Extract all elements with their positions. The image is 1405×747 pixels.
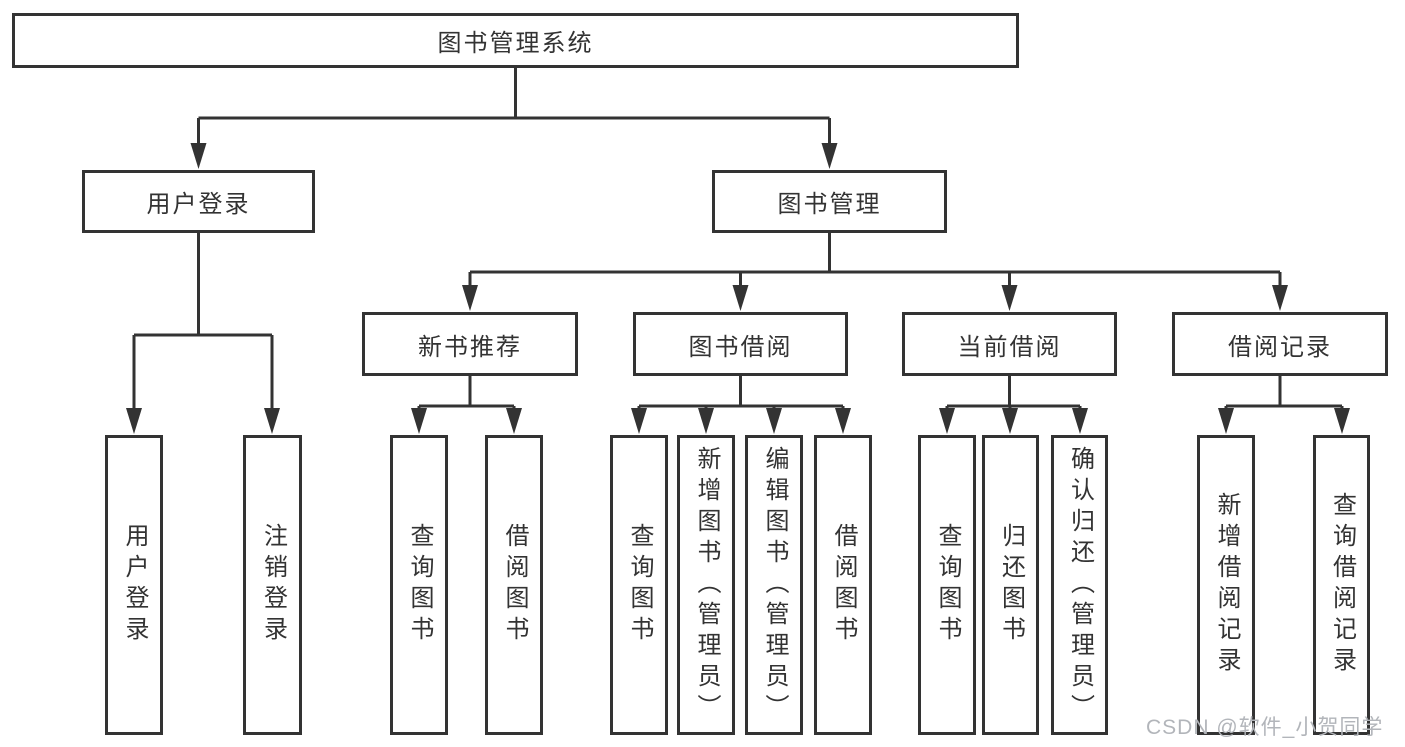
arrowhead-icon bbox=[698, 408, 714, 434]
connector-borrowing-split bbox=[637, 376, 845, 420]
arrowhead-icon bbox=[1272, 285, 1288, 311]
arrowhead-icon bbox=[462, 285, 478, 311]
arrowhead-icon bbox=[1002, 408, 1018, 434]
leaf-add-books-admin-label: 新增图书（管理员） bbox=[693, 445, 720, 725]
leaf-query-borrow-record-label: 查询借阅记录 bbox=[1328, 492, 1356, 678]
arrowhead-icon bbox=[732, 285, 749, 311]
leaf-query-books-current-label: 查询图书 bbox=[934, 523, 961, 647]
leaf-query-borrow-record: 查询借阅记录 bbox=[1313, 435, 1370, 735]
node-user-login: 用户登录 bbox=[82, 170, 315, 233]
node-borrowing-records: 借阅记录 bbox=[1172, 312, 1388, 376]
leaf-borrow-books-borrowing-label: 借阅图书 bbox=[830, 523, 857, 647]
arrowhead-icon bbox=[766, 408, 782, 434]
arrowhead-icon bbox=[835, 408, 851, 434]
leaf-edit-books-admin: 编辑图书（管理员） bbox=[745, 435, 803, 735]
leaf-borrow-books-recommend-label: 借阅图书 bbox=[501, 523, 528, 647]
leaf-user-login-label: 用户登录 bbox=[121, 523, 148, 647]
leaf-edit-books-admin-label: 编辑图书（管理员） bbox=[761, 445, 788, 725]
leaf-add-borrow-record-label: 新增借阅记录 bbox=[1213, 492, 1240, 678]
connector-user-login-split bbox=[132, 233, 274, 420]
arrowhead-icon bbox=[821, 143, 838, 169]
arrowhead-icon bbox=[190, 143, 207, 169]
connector-root-split bbox=[197, 68, 831, 155]
node-book-borrowing: 图书借阅 bbox=[633, 312, 848, 376]
leaf-query-books-borrowing: 查询图书 bbox=[610, 435, 668, 735]
node-current-borrowing: 当前借阅 bbox=[902, 312, 1117, 376]
arrowhead-group bbox=[126, 143, 1350, 434]
node-book-management: 图书管理 bbox=[712, 170, 947, 233]
leaf-return-books: 归还图书 bbox=[982, 435, 1039, 735]
node-new-book-recommendation: 新书推荐 bbox=[362, 312, 578, 376]
arrowhead-icon bbox=[506, 408, 522, 434]
arrowhead-icon bbox=[1072, 408, 1088, 434]
leaf-borrow-books-borrowing: 借阅图书 bbox=[814, 435, 872, 735]
connector-new-book-split bbox=[417, 376, 516, 420]
arrowhead-icon bbox=[1334, 408, 1350, 434]
arrowhead-icon bbox=[1218, 408, 1234, 434]
leaf-add-books-admin: 新增图书（管理员） bbox=[677, 435, 735, 735]
arrowhead-icon bbox=[411, 408, 427, 434]
leaf-query-books-recommend-label: 查询图书 bbox=[406, 523, 433, 647]
leaf-add-borrow-record: 新增借阅记录 bbox=[1197, 435, 1255, 735]
leaf-query-books-recommend: 查询图书 bbox=[390, 435, 448, 735]
leaf-confirm-return-admin-label: 确认归还（管理员） bbox=[1066, 445, 1094, 725]
node-library-management-system: 图书管理系统 bbox=[12, 13, 1019, 68]
leaf-logout: 注销登录 bbox=[243, 435, 302, 735]
leaf-query-books-borrowing-label: 查询图书 bbox=[626, 523, 653, 647]
leaf-confirm-return-admin: 确认归还（管理员） bbox=[1051, 435, 1108, 735]
arrowhead-icon bbox=[126, 408, 142, 434]
arrowhead-icon bbox=[631, 408, 647, 434]
leaf-user-login: 用户登录 bbox=[105, 435, 163, 735]
connector-book-mgmt-split bbox=[468, 233, 1282, 297]
leaf-logout-label: 注销登录 bbox=[259, 523, 287, 647]
arrowhead-icon bbox=[1001, 285, 1018, 311]
arrowhead-icon bbox=[939, 408, 955, 434]
csdn-watermark: CSDN @软件_小贺同学 bbox=[1146, 716, 1384, 739]
arrowhead-icon bbox=[264, 408, 280, 434]
leaf-query-books-current: 查询图书 bbox=[918, 435, 976, 735]
leaf-borrow-books-recommend: 借阅图书 bbox=[485, 435, 543, 735]
leaf-return-books-label: 归还图书 bbox=[997, 523, 1025, 647]
connector-records-split bbox=[1224, 376, 1344, 420]
